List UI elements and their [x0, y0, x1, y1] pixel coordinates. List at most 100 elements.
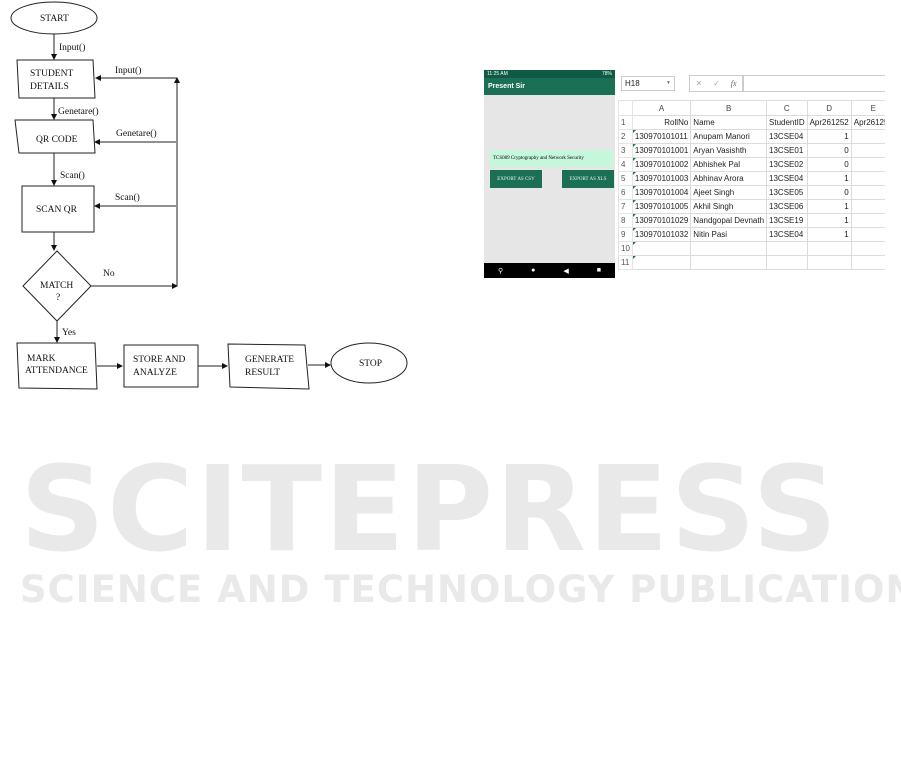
table-cell[interactable]: 13CSE04: [766, 227, 808, 242]
table-cell[interactable]: 1: [806, 227, 852, 242]
table-cell[interactable]: 13CSE02: [766, 157, 808, 172]
column-header[interactable]: D: [806, 100, 852, 116]
table-cell[interactable]: 13CSE06: [766, 199, 808, 214]
table-cell[interactable]: 130970101005: [631, 199, 692, 214]
home-icon[interactable]: ●: [531, 267, 536, 274]
table-cell[interactable]: 13CSE19: [766, 213, 808, 228]
table-cell[interactable]: 1: [806, 199, 852, 214]
scan-qr-node: [21, 185, 95, 233]
status-bar: 11:25 AM 78%: [484, 70, 615, 78]
row-header[interactable]: 4: [618, 157, 633, 172]
table-cell[interactable]: 130970101011: [631, 129, 692, 144]
table-cell[interactable]: 130970101029: [631, 213, 692, 228]
row-header[interactable]: 2: [618, 129, 633, 144]
column-header[interactable]: B: [690, 100, 768, 116]
table-cell[interactable]: 0: [806, 157, 852, 172]
store-analyze-node: [123, 344, 199, 388]
student-details-label: STUDENT: [30, 69, 73, 79]
recents-icon[interactable]: ■: [596, 267, 601, 274]
table-cell[interactable]: Apr261256: [850, 115, 885, 130]
table-cell[interactable]: Apr261252: [806, 115, 852, 130]
mark-attendance-label: ATTENDANCE: [25, 366, 88, 376]
edge-label-generate: Genetare(): [58, 106, 99, 117]
export-xls-button[interactable]: EXPORT AS XLS: [562, 170, 614, 188]
table-cell[interactable]: Abhishek Pal: [690, 157, 768, 172]
table-cell[interactable]: 1: [806, 129, 852, 144]
table-cell[interactable]: 1: [806, 213, 852, 228]
table-cell[interactable]: Aryan Vasishth: [690, 143, 768, 158]
search-icon[interactable]: ⚲: [498, 267, 504, 275]
check-icon[interactable]: ✓: [713, 78, 720, 88]
table-cell[interactable]: Name: [690, 115, 768, 130]
start-label: START: [40, 14, 69, 24]
formula-bar: H18▼ ✕ ✓ fx: [618, 70, 885, 97]
table-cell[interactable]: [631, 241, 692, 256]
column-header[interactable]: E: [850, 100, 885, 116]
name-box[interactable]: H18▼: [621, 75, 675, 91]
app-bar: Present Sir: [484, 78, 615, 95]
table-cell[interactable]: 130970101032: [631, 227, 692, 242]
formula-input[interactable]: [743, 74, 885, 92]
row-header[interactable]: 6: [618, 185, 633, 200]
table-cell[interactable]: 13CSE05: [766, 185, 808, 200]
row-header[interactable]: 5: [618, 171, 633, 186]
table-cell[interactable]: [850, 255, 885, 270]
table-cell[interactable]: [766, 241, 808, 256]
column-header[interactable]: C: [766, 100, 808, 116]
row-header[interactable]: 1: [618, 115, 633, 130]
table-cell[interactable]: 1: [850, 213, 885, 228]
student-details-node: [16, 59, 96, 99]
table-cell[interactable]: 130970101002: [631, 157, 692, 172]
table-cell[interactable]: 0: [850, 157, 885, 172]
table-cell[interactable]: [631, 255, 692, 270]
table-cell[interactable]: [806, 255, 852, 270]
table-cell[interactable]: 1: [850, 227, 885, 242]
cancel-icon[interactable]: ✕: [695, 78, 703, 88]
row-header[interactable]: 8: [618, 213, 633, 228]
qr-code-label: QR CODE: [36, 135, 78, 145]
table-cell[interactable]: 130970101001: [631, 143, 692, 158]
export-csv-button[interactable]: EXPORT AS CSV: [490, 170, 542, 188]
table-cell[interactable]: 1: [850, 129, 885, 144]
mark-attendance-node: [16, 342, 98, 390]
table-cell[interactable]: [806, 241, 852, 256]
table-cell[interactable]: Ajeet Singh: [690, 185, 768, 200]
row-header[interactable]: 11: [618, 255, 633, 270]
table-cell[interactable]: 130970101003: [631, 171, 692, 186]
table-cell[interactable]: Abhinav Arora: [690, 171, 768, 186]
row-header[interactable]: 9: [618, 227, 633, 242]
table-cell[interactable]: Nandgopal Devnath: [690, 213, 768, 228]
table-cell[interactable]: Akhil Singh: [690, 199, 768, 214]
table-cell[interactable]: Anupam Manori: [690, 129, 768, 144]
table-cell[interactable]: [690, 241, 768, 256]
table-cell[interactable]: 13CSE01: [766, 143, 808, 158]
table-cell[interactable]: 1: [850, 143, 885, 158]
table-cell[interactable]: [766, 255, 808, 270]
row-header[interactable]: 7: [618, 199, 633, 214]
table-cell[interactable]: [850, 241, 885, 256]
back-icon[interactable]: ◀: [563, 267, 569, 275]
table-cell[interactable]: 0: [806, 143, 852, 158]
table-cell[interactable]: 13CSE04: [766, 171, 808, 186]
table-cell[interactable]: 0: [806, 185, 852, 200]
store-analyze-label: STORE AND: [133, 355, 185, 365]
table-cell[interactable]: 1: [806, 171, 852, 186]
row-header[interactable]: 10: [618, 241, 633, 256]
table-cell[interactable]: 13CSE04: [766, 129, 808, 144]
fx-icon[interactable]: fx: [730, 78, 737, 88]
table-cell[interactable]: 1: [850, 185, 885, 200]
column-header[interactable]: A: [631, 100, 692, 116]
student-details-label: DETAILS: [30, 82, 69, 92]
table-cell[interactable]: Nitin Pasi: [690, 227, 768, 242]
row-header[interactable]: 3: [618, 143, 633, 158]
table-cell[interactable]: StudentID: [766, 115, 808, 130]
table-cell[interactable]: 0: [850, 171, 885, 186]
table-cell[interactable]: RollNo: [631, 115, 692, 130]
corner-cell[interactable]: [618, 100, 633, 116]
table-cell[interactable]: [690, 255, 768, 270]
status-battery: 78%: [601, 71, 612, 77]
table-cell[interactable]: 130970101004: [631, 185, 692, 200]
mark-attendance-label: MARK: [27, 354, 56, 364]
table-cell[interactable]: 1: [850, 199, 885, 214]
